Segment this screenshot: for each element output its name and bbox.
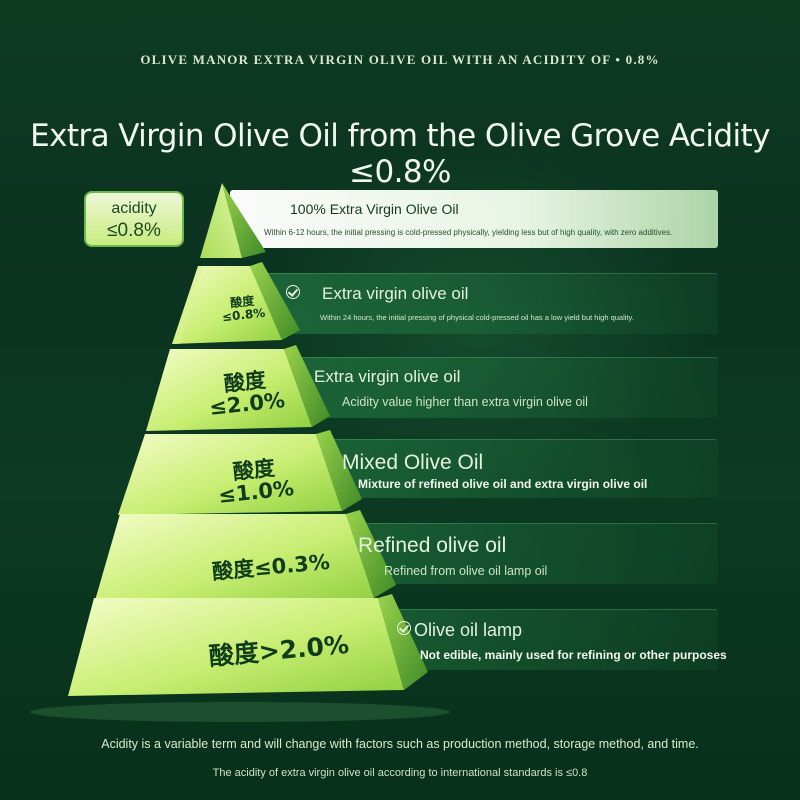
tier-4-title: Mixed Olive Oil — [342, 451, 484, 474]
pyramid-tier-1 — [200, 183, 266, 258]
check-circle-icon — [286, 285, 300, 299]
tier-4-desc: Mixture of refined olive oil and extra v… — [358, 477, 648, 491]
tier-3-title: Extra virgin olive oil — [314, 367, 461, 386]
tier-6-title: Olive oil lamp — [414, 620, 523, 640]
pyramid-tier-4 — [118, 430, 362, 515]
tier-5-title: Refined olive oil — [358, 534, 507, 557]
badge-value: ≤0.8% — [107, 220, 161, 241]
tier-6-desc: Not edible, mainly used for refining or … — [420, 648, 727, 662]
pyramid-tier-3 — [146, 345, 330, 431]
tier-2-desc: Within 24 hours, the initial pressing of… — [320, 313, 634, 322]
tier-1-title: 100% Extra Virgin Olive Oil — [290, 201, 459, 217]
tier-band-1 — [230, 190, 718, 248]
footer-note-1: Acidity is a variable term and will chan… — [101, 737, 699, 751]
tier-5-desc: Refined from olive oil lamp oil — [384, 564, 548, 578]
pyramid-tier-2 — [172, 262, 300, 344]
tier-2-title: Extra virgin olive oil — [322, 284, 469, 303]
badge-label: acidity — [111, 200, 157, 217]
pyramid-tier-6 — [68, 594, 428, 696]
tier-3-acidity-label: 酸度 ≤2.0% — [194, 366, 298, 420]
tier-1-desc: Within 6-12 hours, the initial pressing … — [264, 228, 673, 237]
headline: Extra Virgin Olive Oil from the Olive Gr… — [30, 118, 770, 190]
pyramid-tier-5 — [94, 510, 396, 604]
tier-3-desc: Acidity value higher than extra virgin o… — [342, 395, 588, 409]
acidity-badge: acidity ≤0.8% — [84, 191, 184, 247]
brand-banner: OLIVE MANOR EXTRA VIRGIN OLIVE OIL WITH … — [140, 52, 660, 67]
check-circle-icon — [397, 621, 411, 635]
footer-note-2: The acidity of extra virgin olive oil ac… — [212, 767, 588, 779]
